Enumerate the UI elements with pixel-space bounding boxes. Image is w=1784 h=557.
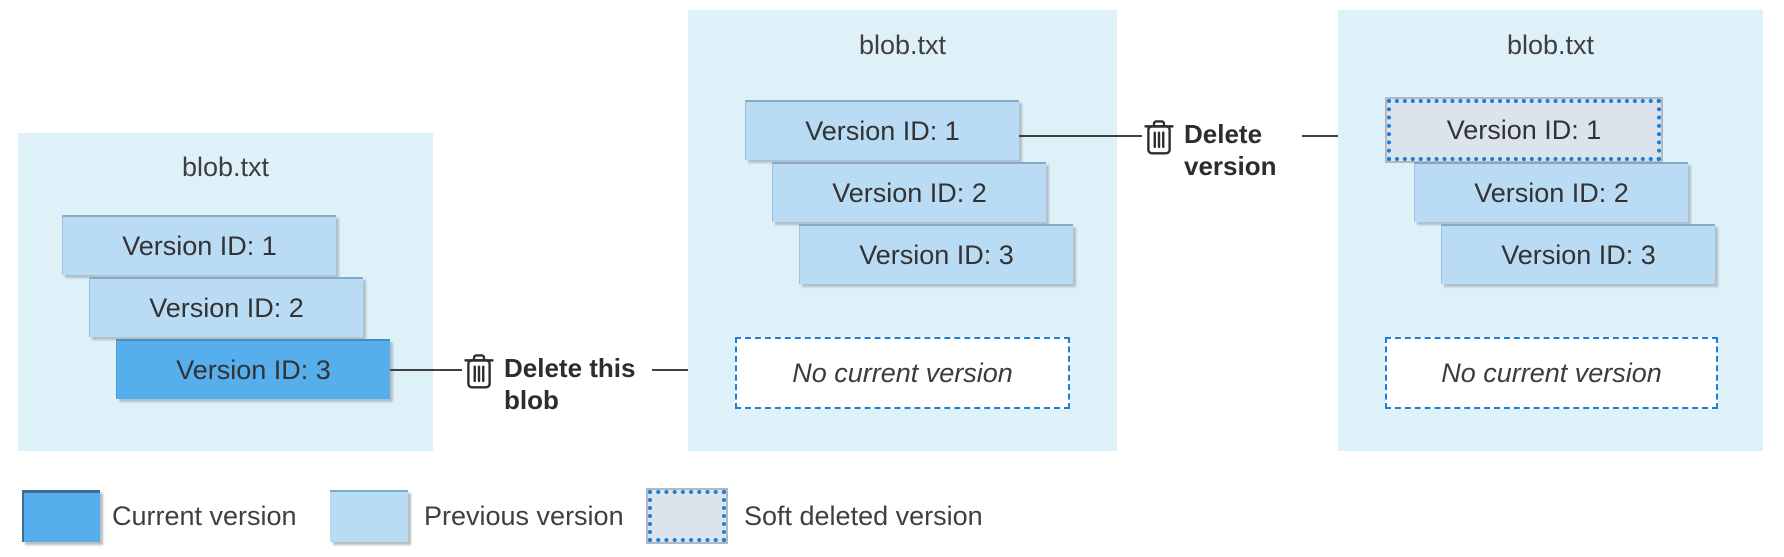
delete-blob-arrow-line xyxy=(390,369,462,371)
version-box: Version ID: 2 xyxy=(89,277,363,337)
legend-swatch-current xyxy=(22,490,100,542)
version-box: Version ID: 2 xyxy=(772,162,1046,222)
version-label: Version ID: 1 xyxy=(122,230,277,261)
no-current-version-box: No current version xyxy=(1385,337,1718,409)
legend-swatch-soft-deleted xyxy=(646,488,728,544)
version-label: Version ID: 3 xyxy=(176,354,331,385)
blob-title: blob.txt xyxy=(1506,30,1595,60)
version-label: Version ID: 1 xyxy=(1446,114,1602,145)
version-box: Version ID: 1 xyxy=(62,215,336,275)
version-label: Version ID: 3 xyxy=(859,239,1014,270)
no-current-version-label: No current version xyxy=(792,357,1013,388)
delete-version-arrow-line xyxy=(1019,135,1142,137)
blob-title: blob.txt xyxy=(858,30,947,60)
legend-label-previous: Previous version xyxy=(424,500,624,531)
version-box: Version ID: 1 xyxy=(1385,97,1663,163)
version-box: Version ID: 3 xyxy=(1441,224,1715,284)
no-current-version-box: No current version xyxy=(735,337,1070,409)
trash-icon xyxy=(1144,120,1174,155)
version-label: Version ID: 3 xyxy=(1501,239,1656,270)
delete-blob-label: Delete this blob xyxy=(504,353,636,415)
version-box: Version ID: 1 xyxy=(745,100,1019,160)
legend-label-soft-deleted: Soft deleted version xyxy=(744,500,983,531)
version-label: Version ID: 2 xyxy=(832,177,987,208)
trash-icon xyxy=(464,354,494,389)
version-label: Version ID: 2 xyxy=(1474,177,1629,208)
legend-swatch-previous xyxy=(330,490,408,542)
delete-version-arrow-line xyxy=(1302,135,1355,137)
no-current-version-label: No current version xyxy=(1441,357,1662,388)
version-label: Version ID: 1 xyxy=(805,115,960,146)
version-box: Version ID: 3 xyxy=(799,224,1073,284)
delete-version-label: Delete version xyxy=(1184,119,1277,181)
legend-label-current: Current version xyxy=(112,500,297,531)
version-box: Version ID: 2 xyxy=(1414,162,1688,222)
version-box: Version ID: 3 xyxy=(116,339,390,399)
blob-title: blob.txt xyxy=(181,152,270,182)
delete-blob-arrow-line xyxy=(652,369,714,371)
version-label: Version ID: 2 xyxy=(149,292,304,323)
